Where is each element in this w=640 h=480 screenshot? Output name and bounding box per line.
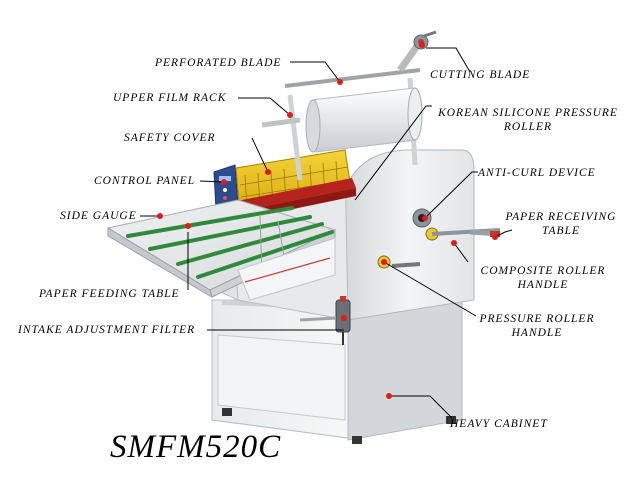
label-safety-cover: SAFETY COVER xyxy=(124,132,216,144)
leader-paper-receiving xyxy=(494,229,513,238)
leader-perforated-blade xyxy=(290,61,341,83)
label-side-gauge: SIDE GAUGE xyxy=(60,210,137,222)
callout-dot-heavy-cabinet xyxy=(386,393,392,399)
callout-dot-safety-cover xyxy=(265,169,271,175)
label-korean-roller: KOREAN SILICONE PRESSURE ROLLER xyxy=(432,106,624,134)
leader-control-panel xyxy=(199,180,225,183)
label-heavy-cabinet: HEAVY CABINET xyxy=(450,418,548,430)
label-korean-roller-line2: ROLLER xyxy=(503,121,553,133)
heavy-cabinet xyxy=(211,291,463,444)
callout-dot-control-panel xyxy=(221,179,227,185)
label-cutting-blade: CUTTING BLADE xyxy=(430,69,531,81)
callout-dot-intake-filter xyxy=(341,315,347,321)
label-paper-receiving: PAPER RECEIVING TABLE xyxy=(498,210,624,238)
callout-dot-pressure-roller xyxy=(381,259,387,265)
label-control-panel: CONTROL PANEL xyxy=(94,175,196,187)
label-paper-receiving-line1: PAPER RECEIVING xyxy=(505,211,617,223)
leader-upper-film-rack xyxy=(238,97,291,116)
callout-dot-perforated-blade xyxy=(337,79,343,85)
leader-safety-cover xyxy=(251,137,269,173)
leader-pressure-roller xyxy=(383,261,477,317)
label-anti-curl: ANTI-CURL DEVICE xyxy=(478,167,596,179)
callout-dot-cutting-blade xyxy=(419,42,425,48)
label-intake-filter: INTAKE ADJUSTMENT FILTER xyxy=(18,324,196,336)
label-pressure-roller: PRESSURE ROLLER HANDLE xyxy=(474,312,600,340)
label-korean-roller-line1: KOREAN SILICONE PRESSURE xyxy=(438,107,618,119)
leader-heavy-cabinet xyxy=(389,395,453,419)
label-pressure-roller-line1: PRESSURE ROLLER xyxy=(479,313,595,325)
label-composite-roller: COMPOSITE ROLLER HANDLE xyxy=(474,264,612,292)
label-perforated-blade: PERFORATED BLADE xyxy=(155,57,282,69)
label-upper-film-rack: UPPER FILM RACK xyxy=(113,92,227,104)
film-roll-graphic xyxy=(261,30,437,181)
label-pressure-roller-line2: HANDLE xyxy=(511,327,563,339)
callout-dot-paper-feeding xyxy=(185,223,191,229)
leader-cutting-blade xyxy=(426,47,471,73)
leader-anti-curl xyxy=(424,171,478,219)
callout-dot-paper-receiving xyxy=(492,234,498,240)
model-name: SMFM520C xyxy=(110,429,282,465)
label-composite-roller-line2: HANDLE xyxy=(517,279,569,291)
paper-feeding-table-graphic xyxy=(106,199,337,301)
leader-korean-roller xyxy=(354,105,432,201)
callout-dot-side-gauge xyxy=(157,213,163,219)
label-composite-roller-line1: COMPOSITE ROLLER xyxy=(480,265,606,277)
callout-dot-upper-film-rack xyxy=(287,112,293,118)
callout-dot-anti-curl xyxy=(422,215,428,221)
label-paper-receiving-line2: TABLE xyxy=(541,225,580,237)
label-paper-feeding-table: PAPER FEEDING TABLE xyxy=(39,288,180,300)
callout-dot-composite-roller xyxy=(451,240,457,246)
leader-composite-roller xyxy=(453,242,469,263)
